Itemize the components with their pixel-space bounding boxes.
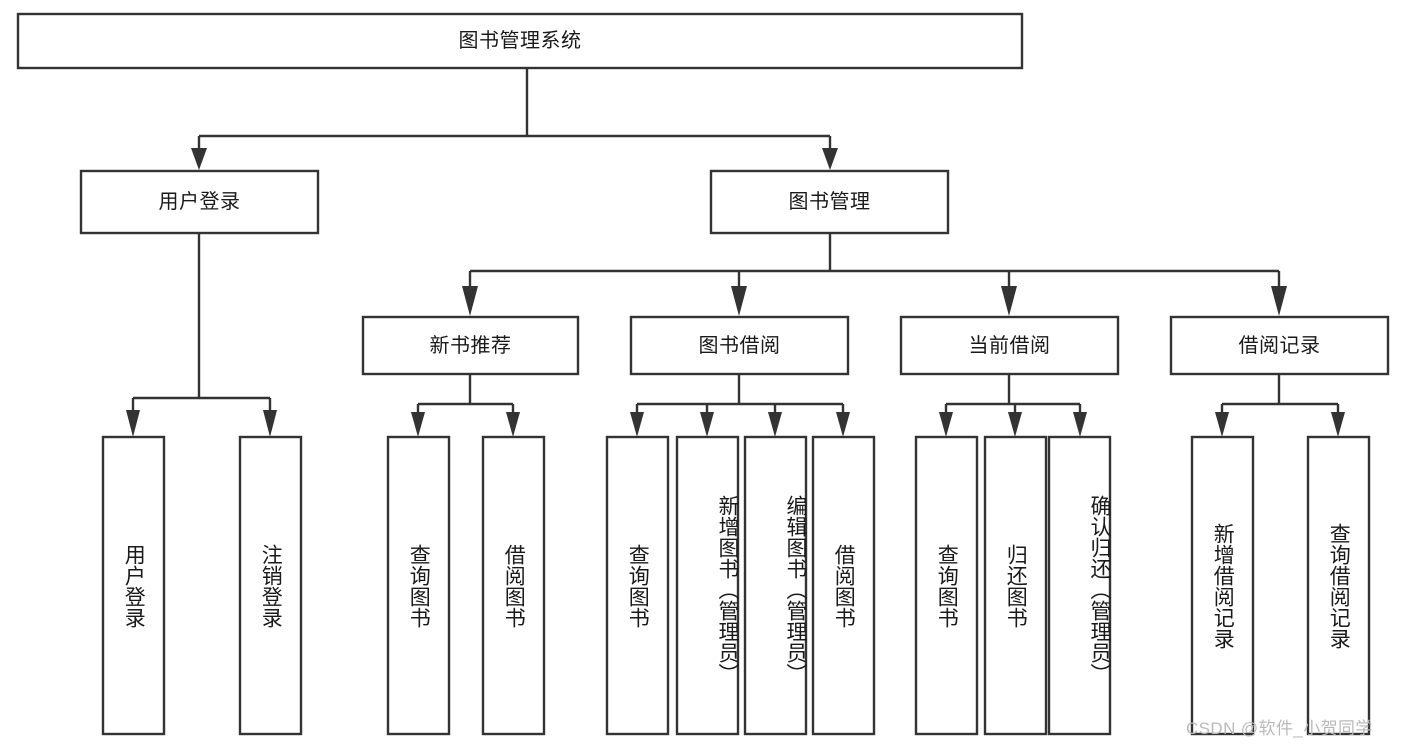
arrow-head-bb-leaf-1 (630, 412, 644, 437)
arrow-head-nb-leaf-2 (506, 412, 520, 437)
arrow-head-bb-leaf-3 (768, 412, 782, 437)
node-box-root[interactable] (16, 12, 1024, 70)
arrow-head-nb-leaf-1 (411, 412, 425, 437)
node-box-leaf-query-book-3[interactable] (914, 435, 979, 736)
node-box-book-borrow[interactable] (629, 315, 850, 376)
arrow-head-bb-leaf-4 (836, 412, 850, 437)
node-box-leaf-user-login[interactable] (101, 435, 166, 736)
node-box-leaf-borrow-book-2[interactable] (811, 435, 876, 736)
node-box-leaf-query-book-1[interactable] (386, 435, 451, 736)
node-box-user-login[interactable] (79, 169, 320, 235)
node-box-current-borrow[interactable] (899, 315, 1120, 376)
arrow-head-cb-leaf-3 (1073, 412, 1087, 437)
node-box-book-manage[interactable] (709, 169, 950, 235)
node-box-leaf-query-book-2[interactable] (605, 435, 670, 736)
arrow-head-leaf-user-login (126, 410, 140, 437)
arrow-head-user-login (191, 148, 207, 170)
arrow-head-br-leaf-2 (1331, 412, 1345, 437)
arrow-head-borrow-records (1271, 286, 1287, 316)
node-box-leaf-logout[interactable] (238, 435, 303, 736)
node-box-borrow-records[interactable] (1169, 315, 1390, 376)
arrow-head-new-book-recommend (462, 286, 478, 316)
node-box-leaf-borrow-book-1[interactable] (481, 435, 546, 736)
arrow-head-br-leaf-1 (1215, 412, 1229, 437)
node-box-leaf-add-record[interactable] (1190, 435, 1255, 736)
arrow-head-bb-leaf-2 (700, 412, 714, 437)
node-box-leaf-edit-book[interactable] (743, 435, 808, 736)
watermark-text: CSDN @软件_小贺同学 (1186, 719, 1373, 738)
arrow-head-book-borrow (731, 286, 747, 316)
node-box-leaf-add-book[interactable] (675, 435, 740, 736)
node-box-leaf-confirm-return[interactable] (1047, 435, 1112, 736)
arrow-head-cb-leaf-2 (1008, 412, 1022, 437)
arrow-head-book-manage (822, 148, 838, 170)
node-box-new-book-recommend[interactable] (361, 315, 580, 376)
arrow-head-current-borrow (1001, 286, 1017, 316)
node-box-leaf-return-book[interactable] (983, 435, 1048, 736)
arrow-head-leaf-logout (263, 410, 277, 437)
node-box-leaf-query-record[interactable] (1306, 435, 1371, 736)
arrow-head-cb-leaf-1 (939, 412, 953, 437)
